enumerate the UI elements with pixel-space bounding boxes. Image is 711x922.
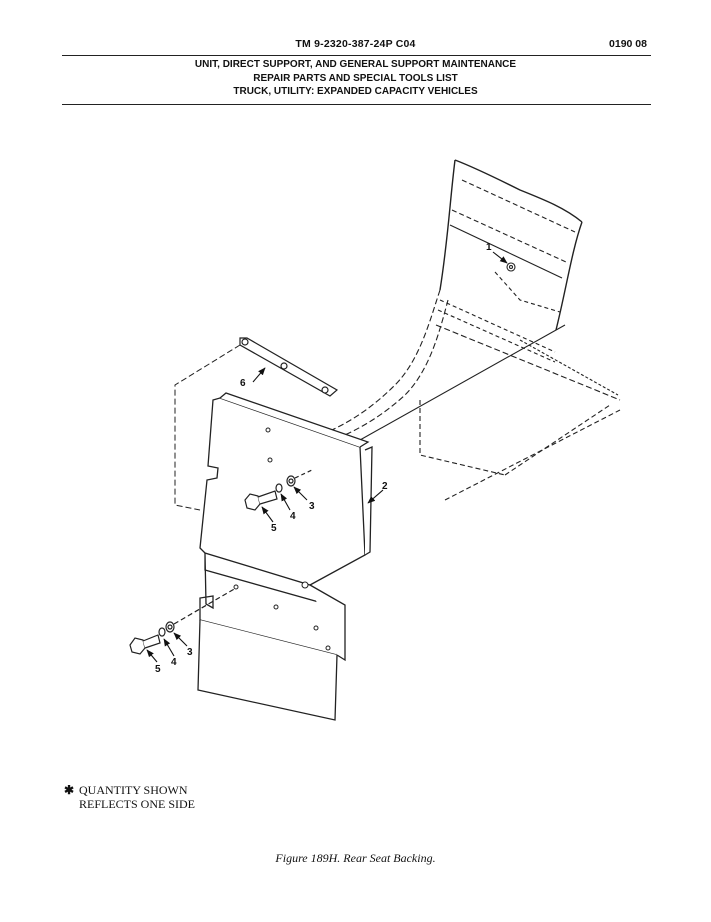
callout-5-lower: 5 [155, 664, 161, 675]
header-rule-bottom [62, 104, 651, 105]
quantity-note: ✱ QUANTITY SHOWN REFLECTS ONE SIDE [64, 783, 195, 811]
header-title-block: UNIT, DIRECT SUPPORT, AND GENERAL SUPPOR… [0, 58, 711, 99]
bracket-leader-dash [174, 344, 241, 511]
callout-4-lower: 4 [171, 657, 177, 668]
panel-holes [233, 427, 331, 651]
lower-hardware-set [129, 587, 237, 655]
asterisk-icon: ✱ [64, 783, 75, 797]
callout-6: 6 [240, 378, 246, 389]
callout-1: 1 [486, 242, 492, 253]
rear-seat-backing-panel-part-2 [197, 392, 373, 721]
callout-2: 2 [382, 481, 388, 492]
header-line-1: UNIT, DIRECT SUPPORT, AND GENERAL SUPPOR… [194, 59, 517, 70]
figure-caption: Figure 189H. Rear Seat Backing. [275, 851, 436, 865]
callout-3-lower: 3 [187, 647, 193, 658]
header-line-2: REPAIR PARTS AND SPECIAL TOOLS LIST [253, 72, 458, 84]
note-line-2: REFLECTS ONE SIDE [79, 797, 196, 811]
fastener-part-1 [506, 262, 516, 272]
header-line-3: TRUCK, UTILITY: EXPANDED CAPACITY VEHICL… [233, 86, 478, 97]
callout-leaders [146, 251, 508, 663]
bracket-strip-part-6 [239, 337, 339, 397]
callout-5-upper: 5 [271, 523, 277, 534]
header-rule-top [62, 55, 651, 56]
upper-hardware-set [244, 469, 313, 511]
page-number: 0190 08 [609, 38, 647, 50]
note-line-1: QUANTITY SHOWN [79, 783, 188, 797]
seat-frame-outline [304, 159, 621, 501]
callout-3-upper: 3 [309, 501, 315, 512]
header-top-row: TM 9-2320-387-24P C04 0190 08 [0, 38, 711, 56]
tm-number: TM 9-2320-387-24P C04 [295, 38, 416, 50]
callout-4-upper: 4 [290, 511, 296, 522]
